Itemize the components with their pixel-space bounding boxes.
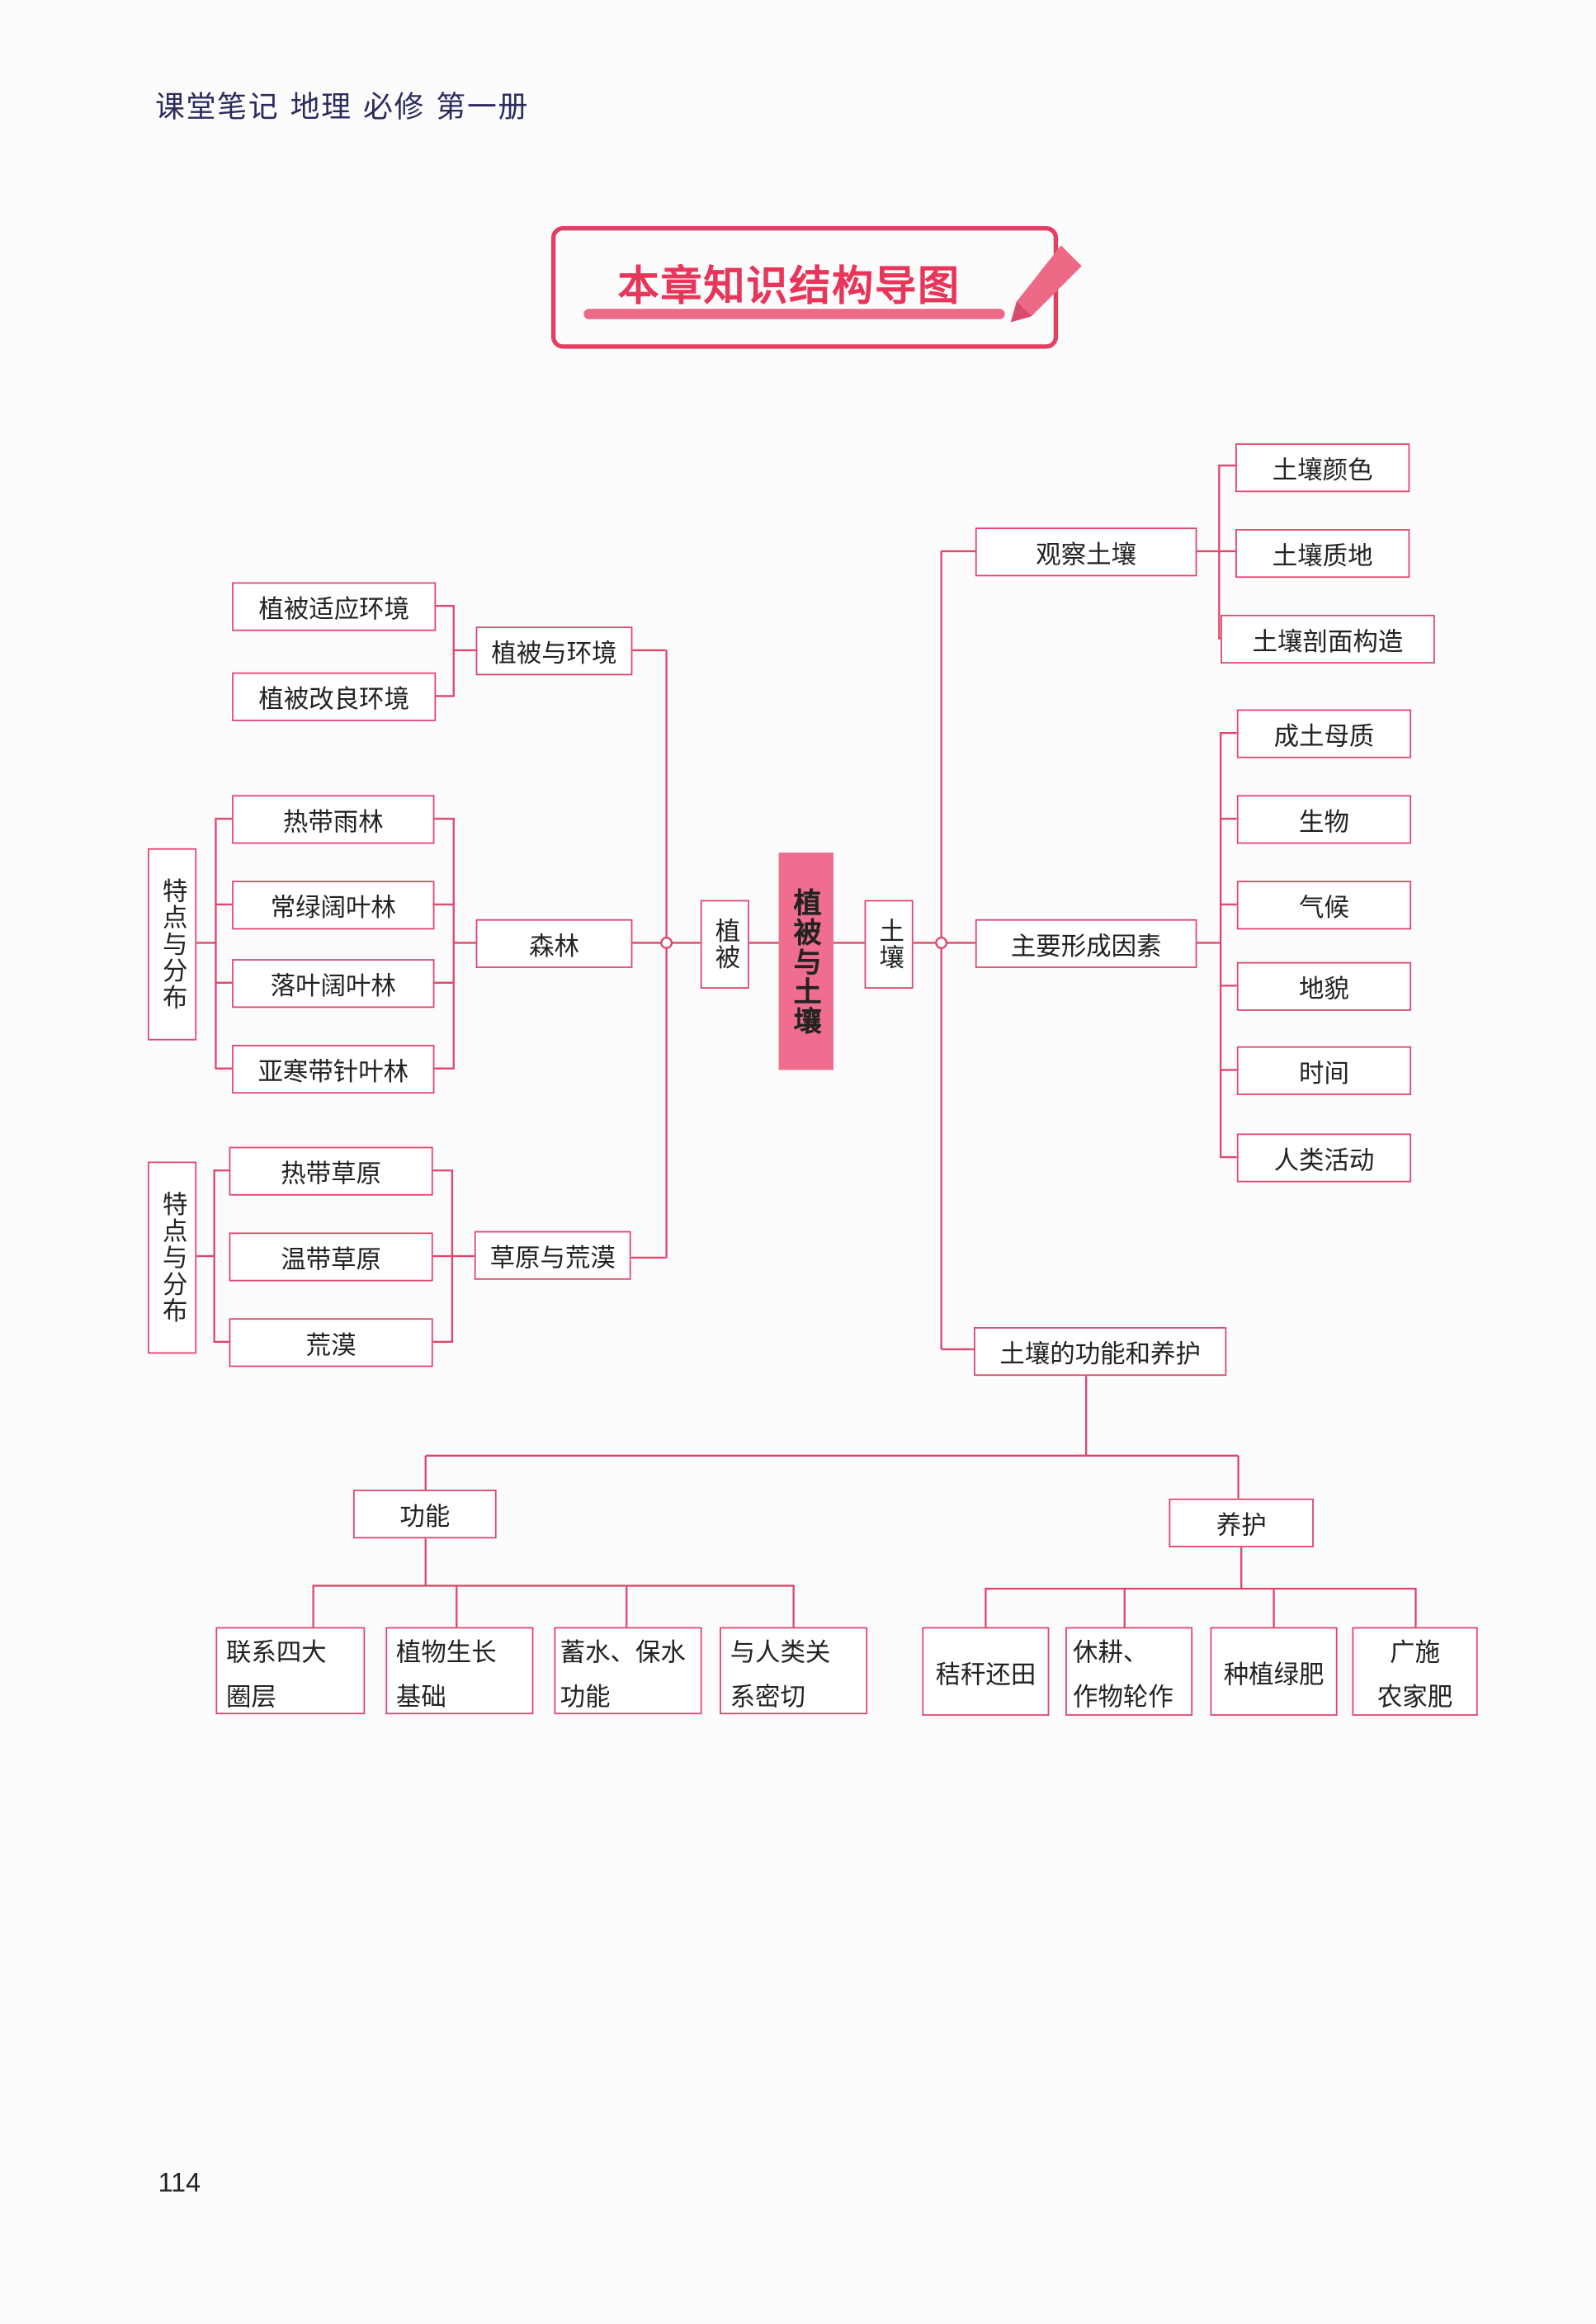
- book-header: 课堂笔记 地理 必修 第一册: [155, 88, 530, 125]
- node-care: 养护: [1169, 1498, 1314, 1547]
- side-label: 特点与分布: [148, 848, 197, 1041]
- node-function-care: 土壤的功能和养护: [974, 1327, 1227, 1377]
- node-forest: 森林: [475, 919, 633, 968]
- leaf: 人类活动: [1236, 1133, 1412, 1183]
- page-number: 114: [158, 2167, 201, 2198]
- node-vegetation-env: 植被与环境: [475, 626, 633, 676]
- side-label: 特点与分布: [148, 1161, 197, 1354]
- leaf: 联系四大 圈层: [215, 1627, 366, 1715]
- leaf: 荒漠: [229, 1318, 433, 1367]
- leaf: 成土母质: [1236, 709, 1412, 758]
- leaf: 秸秆还田: [922, 1627, 1050, 1717]
- leaf: 土壤剖面构造: [1221, 614, 1435, 664]
- node-soil: 土壤: [864, 900, 914, 989]
- title-underline: [583, 309, 1005, 319]
- leaf: 生物: [1236, 795, 1412, 844]
- leaf: 地貌: [1236, 961, 1412, 1011]
- leaf: 常绿阔叶林: [232, 881, 435, 930]
- leaf: 与人类关 系密切: [720, 1627, 868, 1715]
- center-topic: 植被与土壤: [778, 853, 833, 1070]
- leaf: 土壤质地: [1235, 529, 1410, 579]
- leaf: 植被改良环境: [232, 672, 437, 721]
- leaf: 植被适应环境: [232, 582, 437, 631]
- node-grass-desert: 草原与荒漠: [474, 1230, 631, 1280]
- leaf: 蓄水、保水 功能: [554, 1627, 702, 1715]
- leaf: 植物生长 基础: [385, 1627, 534, 1715]
- node-observe-soil: 观察土壤: [975, 527, 1197, 577]
- leaf: 气候: [1236, 881, 1412, 930]
- leaf: 热带雨林: [232, 795, 435, 844]
- node-formation-factors: 主要形成因素: [975, 919, 1197, 968]
- leaf: 热带草原: [229, 1146, 433, 1196]
- leaf: 落叶阔叶林: [232, 959, 435, 1008]
- pencil-icon: [1010, 245, 1082, 323]
- leaf: 亚寒带针叶林: [232, 1045, 435, 1094]
- node-vegetation: 植被: [700, 900, 749, 989]
- node-function: 功能: [352, 1490, 497, 1539]
- leaf: 土壤颜色: [1235, 443, 1410, 493]
- page-title: 本章知识结构导图: [617, 261, 961, 311]
- leaf: 温带草原: [229, 1232, 433, 1282]
- leaf: 广施 农家肥: [1352, 1627, 1478, 1717]
- leaf: 休耕、 作物轮作: [1065, 1627, 1193, 1717]
- leaf: 种植绿肥: [1210, 1627, 1338, 1717]
- leaf: 时间: [1236, 1046, 1412, 1095]
